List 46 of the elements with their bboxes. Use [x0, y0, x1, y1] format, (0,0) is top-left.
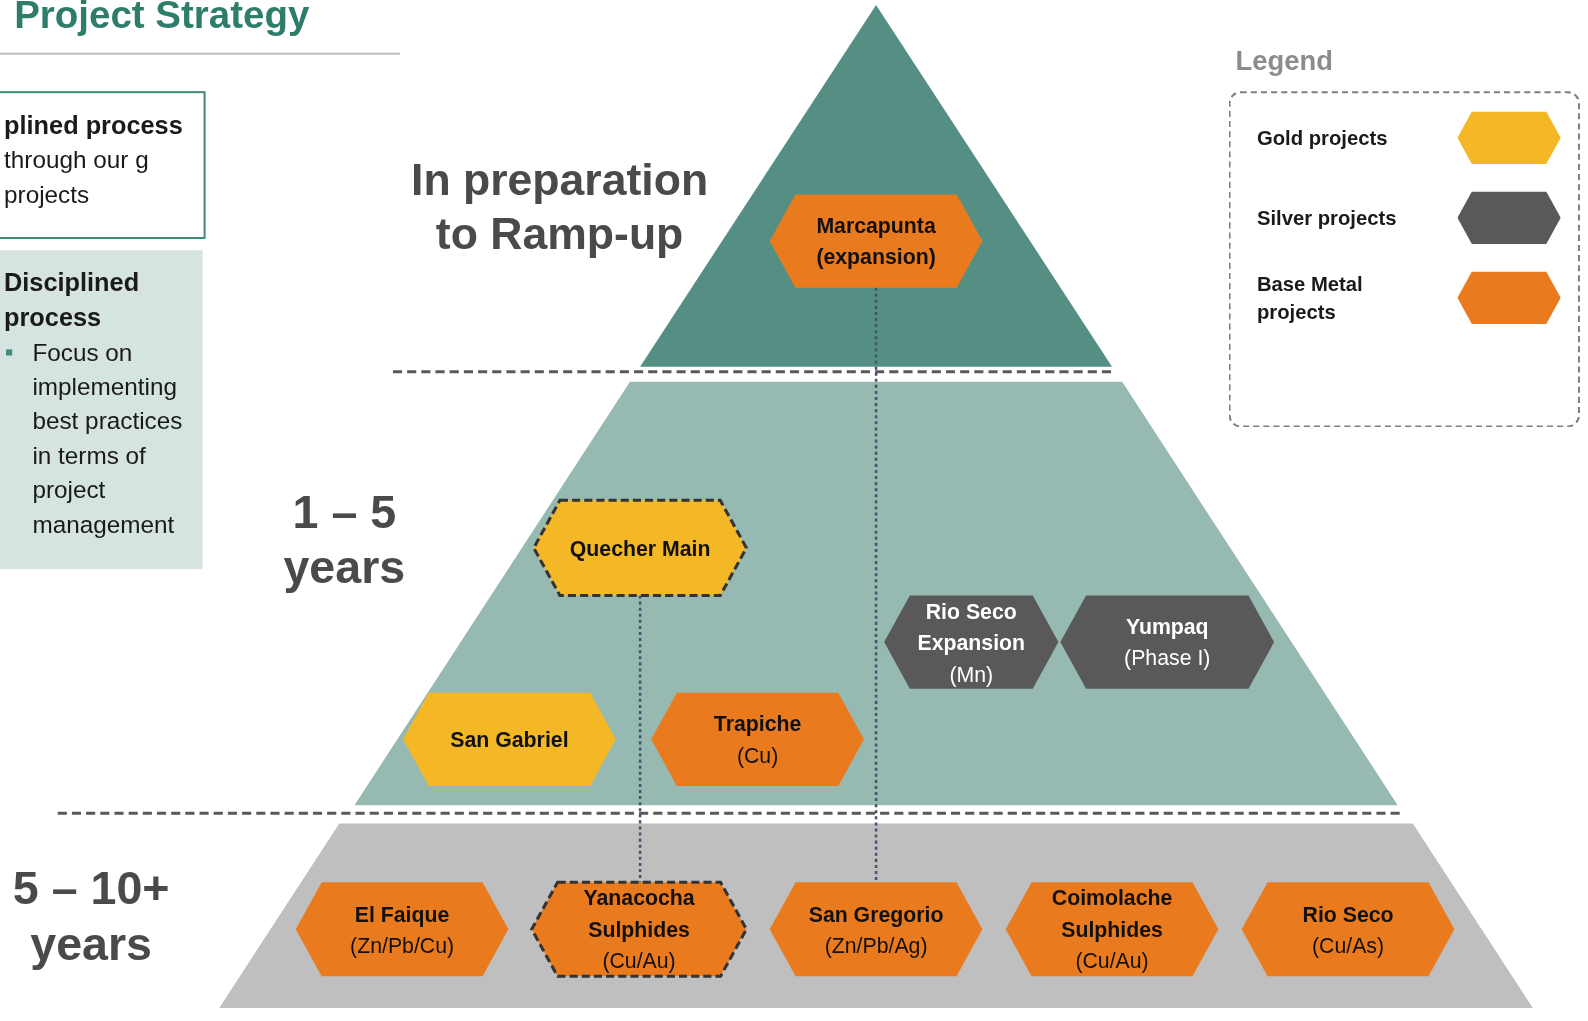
legend-text: Gold projects: [1256, 125, 1389, 151]
project-name: (Zn/Pb/Cu): [350, 932, 455, 960]
project-name: Trapiche: [713, 711, 802, 738]
project-name: Rio Seco Expansion: [916, 598, 1027, 657]
project-hexagon: [769, 882, 983, 977]
tier-label: 1 – 5 years: [282, 484, 407, 596]
project-hexagon: [533, 500, 747, 596]
project-hexagon: [884, 595, 1059, 689]
panel-heading: plined process: [4, 109, 184, 141]
project-name: Yumpaq: [1125, 613, 1209, 641]
project-hexagon: [1241, 882, 1455, 977]
project-hexagon: [1005, 882, 1219, 977]
project-hexagon: [295, 882, 509, 977]
project-name: (expansion): [816, 244, 936, 271]
legend-text: Base Metal projects: [1256, 271, 1364, 326]
project-name: Marcapunta: [816, 212, 936, 240]
tier-label: In preparation to Ramp-up: [410, 153, 710, 261]
project-name: (Zn/Pb/Ag): [824, 932, 928, 960]
project-name: Rio Seco: [1302, 900, 1394, 928]
project-name: (Cu): [736, 742, 779, 770]
connector-line: [874, 287, 878, 883]
project-name: El Faique: [354, 900, 450, 929]
legend-text: Silver projects: [1256, 205, 1398, 231]
project-name: San Gregorio: [808, 900, 944, 929]
text-panel: [0, 91, 206, 239]
project-hexagon: [769, 194, 983, 288]
bullet-text: Focus on implementing best practices in terms of project management: [32, 338, 183, 538]
project-name: (Mn): [949, 660, 994, 689]
project-name: Quecher Main: [569, 535, 711, 563]
project-name: (Cu/Au): [602, 948, 676, 975]
project-hexagon: [1060, 595, 1275, 689]
project-hexagon: [651, 692, 864, 786]
project-hexagon: [403, 692, 616, 786]
legend-heading: Legend: [1235, 44, 1334, 78]
project-name: Coimolache Sulphides: [1050, 885, 1174, 944]
project-name: San Gabriel: [450, 726, 569, 753]
project-name: (Cu/As): [1312, 932, 1385, 960]
page-title: Project Strategy: [14, 0, 310, 38]
text-panel: [0, 250, 203, 570]
panel-text: through our g projects: [4, 144, 150, 210]
project-name: (Phase I): [1124, 645, 1211, 672]
panel-heading: Disciplined process: [4, 266, 141, 334]
tier-label: 5 – 10+ years: [11, 860, 171, 973]
project-name: (Cu/Au): [1075, 948, 1149, 975]
connector-line: [638, 595, 642, 883]
project-name: Yanacocha Sulphides: [582, 885, 696, 944]
